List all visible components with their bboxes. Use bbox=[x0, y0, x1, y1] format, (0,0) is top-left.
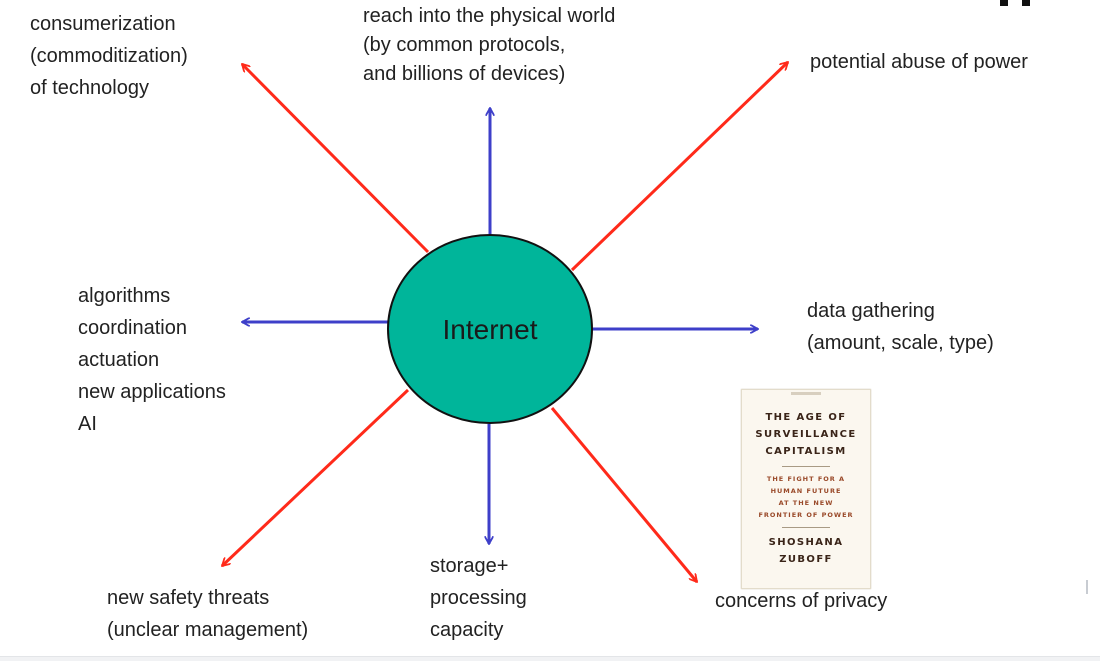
arrow-top-left bbox=[242, 64, 430, 254]
book-author-line: SHOSHANA bbox=[768, 537, 844, 548]
label-line: new applications bbox=[78, 381, 226, 403]
label-line: new safety threats bbox=[107, 587, 270, 609]
label-line: (commoditization) bbox=[30, 45, 188, 67]
book-divider bbox=[782, 466, 830, 467]
book-author-line: ZUBOFF bbox=[779, 554, 833, 565]
label-line: (unclear management) bbox=[107, 619, 309, 641]
label-line: coordination bbox=[78, 317, 187, 339]
label-line: storage+ bbox=[430, 555, 509, 577]
label-right: data gathering (amount, scale, type) bbox=[807, 295, 994, 359]
label-line: data gathering bbox=[807, 300, 935, 322]
label-line: (by common protocols, bbox=[363, 34, 566, 56]
label-line: actuation bbox=[78, 349, 160, 371]
label-top-left: consumerization (commoditization) of tec… bbox=[30, 8, 188, 104]
book-subtitle-line: AT THE NEW bbox=[778, 499, 834, 507]
arrow-bottom-right bbox=[550, 407, 697, 582]
internet-ellipse bbox=[387, 234, 593, 424]
book-title-line: THE AGE OF bbox=[765, 412, 847, 423]
label-top: reach into the physical world (by common… bbox=[363, 2, 615, 89]
book-cover-decoration bbox=[791, 392, 821, 395]
book-cover-image: THE AGE OF SURVEILLANCE CAPITALISM THE F… bbox=[741, 389, 871, 589]
label-left: algorithms coordination actuation new ap… bbox=[78, 280, 226, 440]
arrow-top-right bbox=[570, 62, 788, 272]
edge-mark-decoration bbox=[1086, 580, 1088, 594]
label-line: processing bbox=[430, 587, 527, 609]
label-line: capacity bbox=[430, 619, 504, 641]
book-subtitle-line: HUMAN FUTURE bbox=[770, 487, 842, 495]
label-line: algorithms bbox=[78, 285, 171, 307]
center-label: Internet bbox=[442, 314, 538, 345]
book-title-line: SURVEILLANCE bbox=[755, 429, 857, 440]
label-line: and billions of devices) bbox=[363, 63, 566, 85]
bottom-border bbox=[0, 656, 1100, 661]
label-line: AI bbox=[78, 413, 97, 435]
label-line: of technology bbox=[30, 77, 149, 99]
book-title-line: CAPITALISM bbox=[765, 446, 847, 457]
book-divider bbox=[782, 527, 830, 528]
label-line: (amount, scale, type) bbox=[807, 332, 994, 354]
label-line: consumerization bbox=[30, 13, 176, 35]
label-bottom: storage+ processing capacity bbox=[430, 550, 527, 646]
label-line: potential abuse of power bbox=[810, 51, 1028, 73]
book-subtitle-line: THE FIGHT FOR A bbox=[766, 475, 846, 483]
label-top-right: potential abuse of power bbox=[810, 46, 1028, 78]
label-line: concerns of privacy bbox=[715, 590, 888, 612]
label-bottom-right: concerns of privacy bbox=[715, 585, 887, 617]
label-line: reach into the physical world bbox=[363, 5, 616, 27]
cropped-glyph-decoration bbox=[998, 0, 1038, 6]
book-subtitle-line: FRONTIER OF POWER bbox=[758, 511, 854, 519]
arrow-bottom-left bbox=[222, 388, 410, 566]
label-bottom-left: new safety threats (unclear management) bbox=[107, 582, 308, 646]
